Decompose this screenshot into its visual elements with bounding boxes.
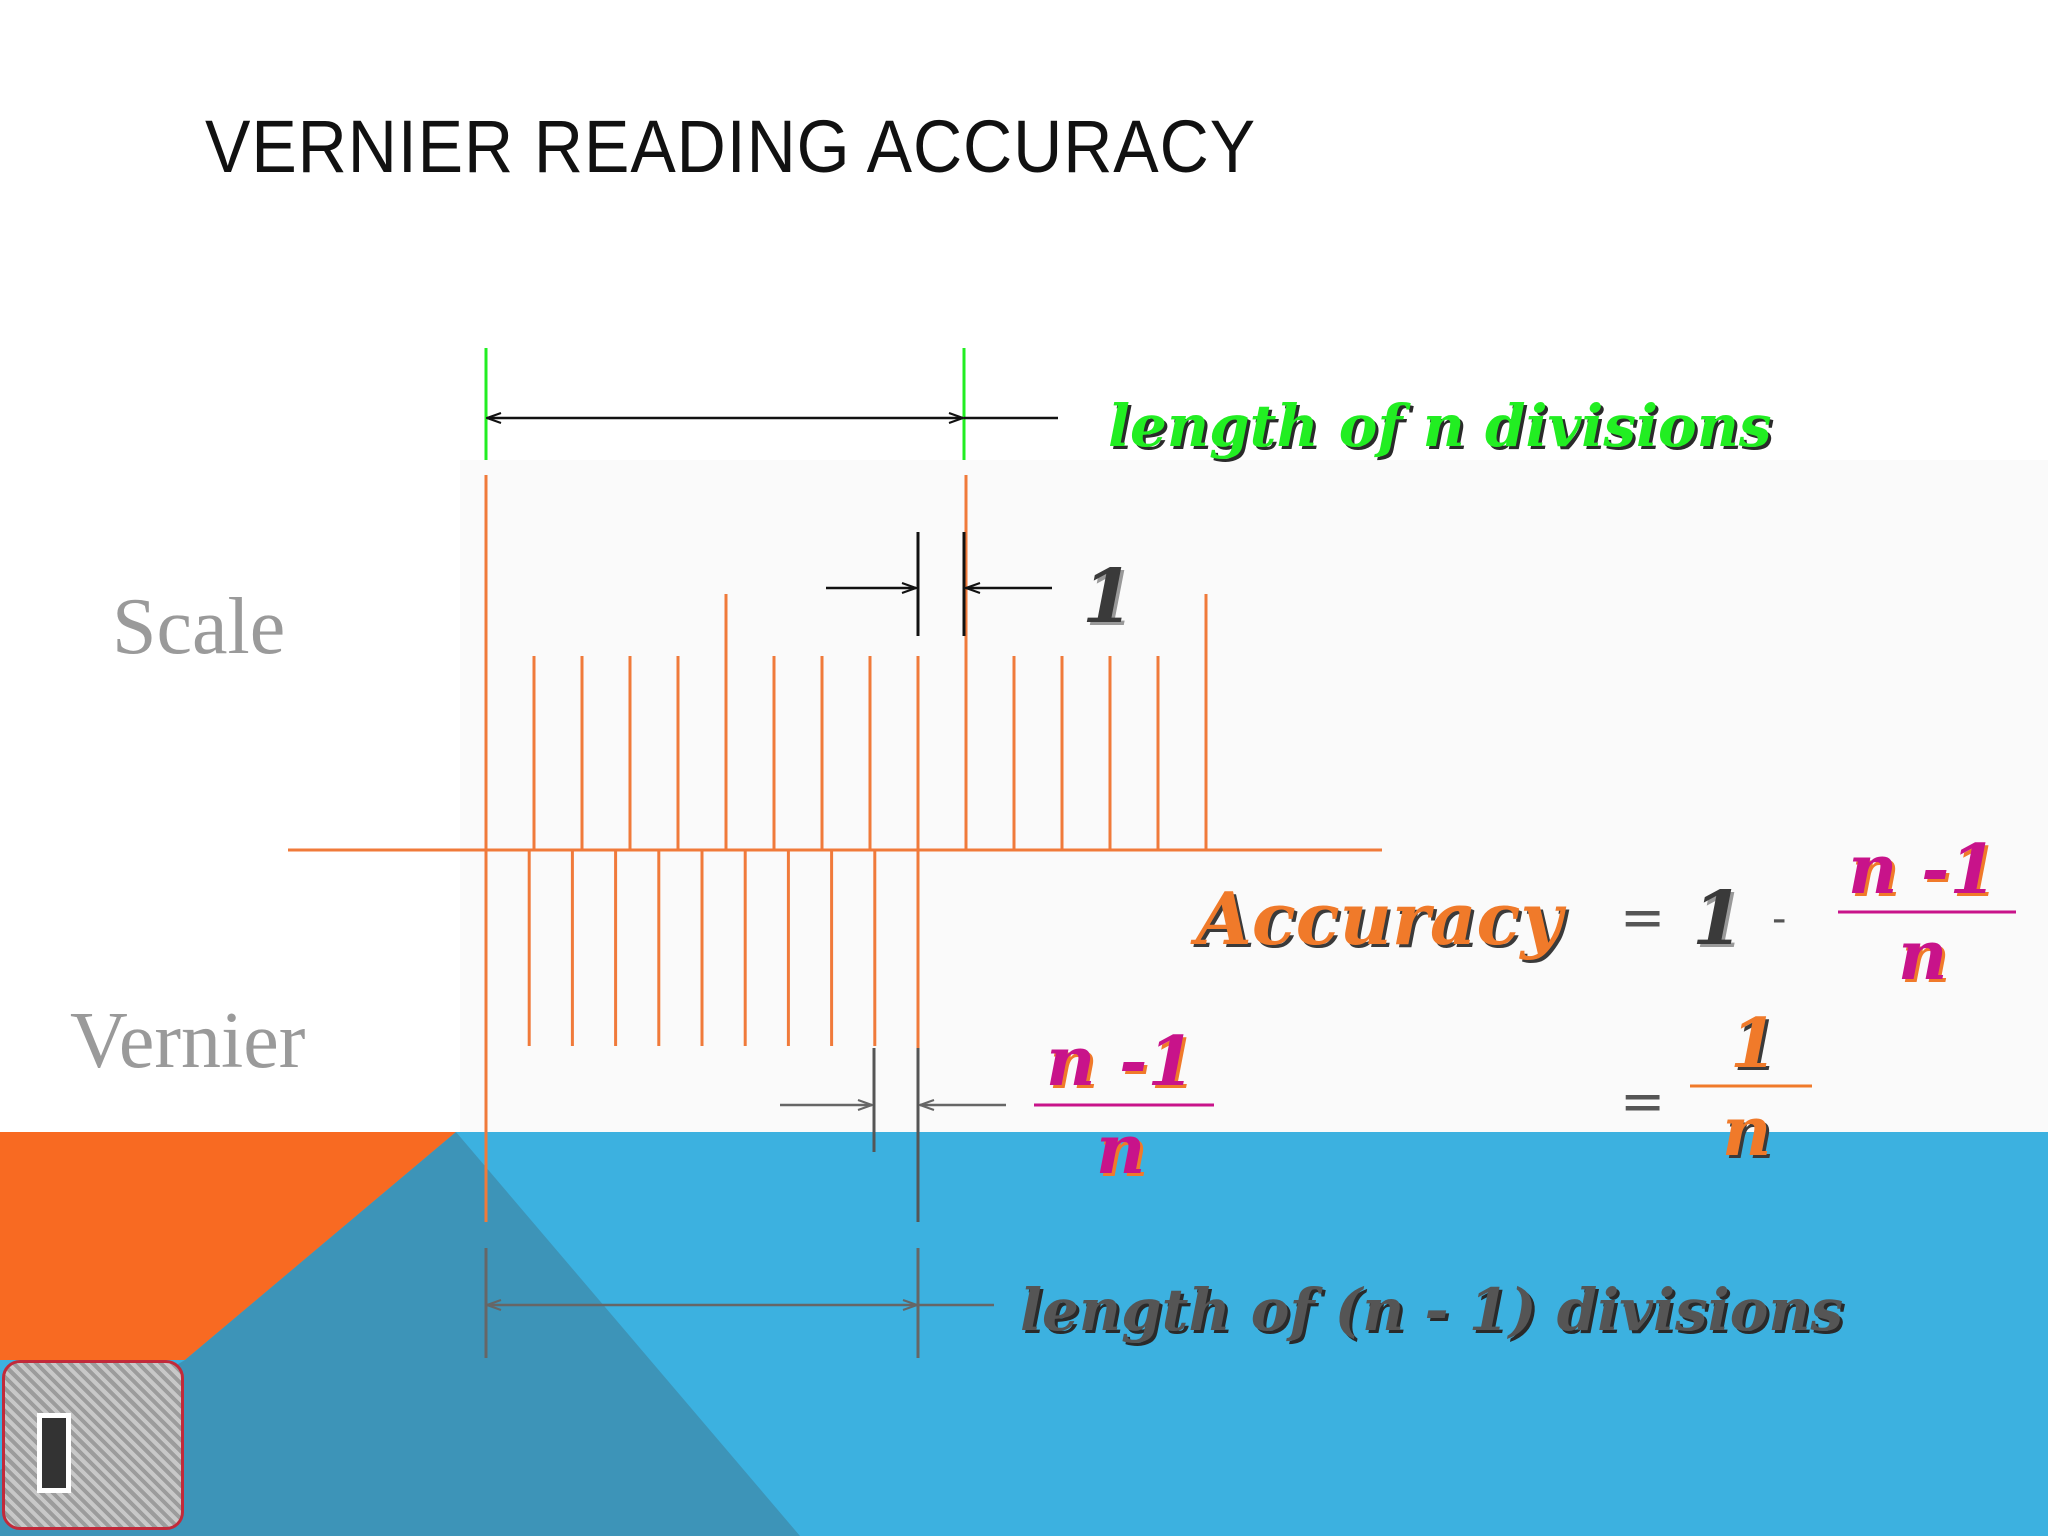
formula-one: 1 — [1692, 876, 1744, 962]
slide-thumbnail-icon — [37, 1413, 71, 1493]
main-scale — [484, 475, 1208, 850]
vernier-fraction-denominator: n — [1096, 1110, 1146, 1190]
one-division-label: 1 — [1082, 554, 1134, 640]
orange-wedge — [0, 1132, 456, 1360]
formula-fraction-2-denominator: n — [1722, 1092, 1772, 1172]
vernier-fraction-numerator: n -1 — [1046, 1022, 1195, 1102]
page-title: VERNIER READING ACCURACY — [205, 105, 1257, 188]
slide-thumbnail[interactable] — [2, 1360, 184, 1530]
equals-sign-1: = — [1620, 886, 1666, 949]
formula-fraction-1-denominator: n — [1898, 916, 1948, 996]
formula-fraction-2-numerator: 1 — [1730, 1004, 1778, 1084]
steel-wedge — [0, 1132, 800, 1536]
accuracy-label: Accuracy — [1196, 876, 1563, 961]
vernier-label: Vernier — [70, 997, 306, 1085]
minus-sign: - — [1772, 896, 1787, 942]
formula-fraction-1-numerator: n -1 — [1848, 830, 1997, 910]
vernier-scale — [484, 850, 920, 1222]
scale-label: Scale — [112, 583, 286, 671]
length-n-divisions-label: length of n divisions — [1108, 392, 1772, 460]
length-n-minus-1-divisions-label: length of (n - 1) divisions — [1020, 1276, 1844, 1344]
equals-sign-2: = — [1620, 1070, 1666, 1133]
